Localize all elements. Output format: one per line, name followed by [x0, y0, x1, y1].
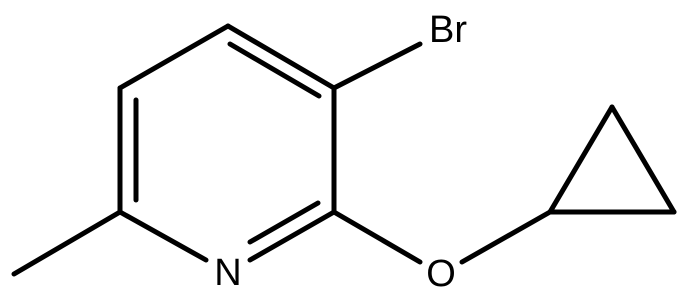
bond-cp-1 [547, 104, 615, 215]
bond-c2-n [247, 209, 337, 263]
bond-c2-n-inner [247, 200, 321, 245]
bond-c4-c3 [225, 23, 337, 91]
bond-c4-c5 [117, 23, 231, 91]
bond-c4-c3-inner [227, 41, 322, 99]
atom-oxygen: O [426, 253, 456, 295]
bond-c2-o [331, 209, 423, 265]
bond-o-cp [459, 209, 553, 265]
bond-methyl [11, 209, 123, 277]
bond-c3-br [331, 41, 423, 91]
atom-bromine: Br [429, 9, 467, 51]
atom-nitrogen: N [214, 252, 241, 294]
bond-cp-2 [609, 104, 677, 215]
bond-n-c6 [117, 209, 209, 263]
